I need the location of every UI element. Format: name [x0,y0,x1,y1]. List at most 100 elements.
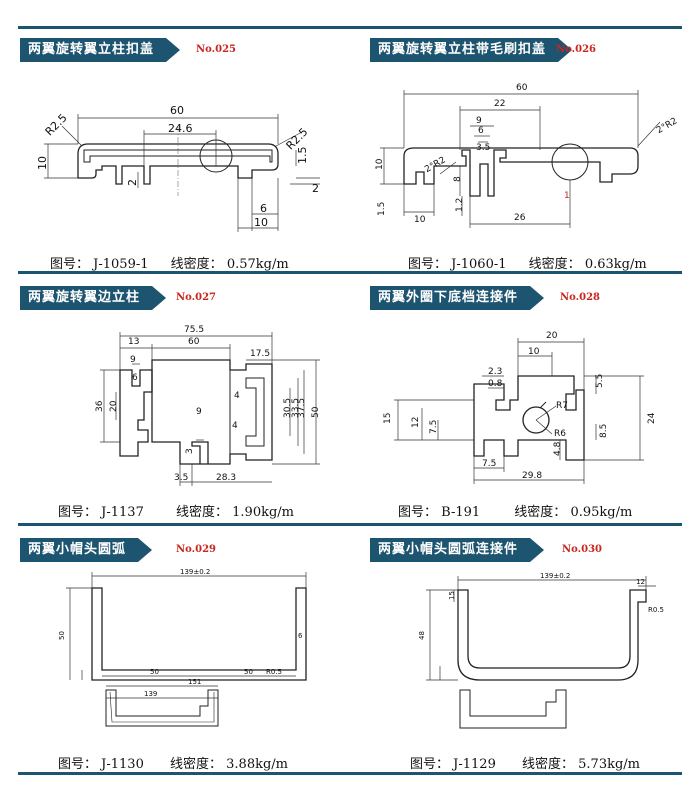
panel-029: 两翼小帽头圆弧 No.029 139±0.2 50 6 50 50 R0.5 1… [20,538,350,783]
profile-drawing: 60 22 9 6 3.5 2°R2 2°R2 10 8 1.5 1.2 10 … [375,83,679,228]
caption: 图号： J-1059-1 线密度： 0.57kg/m [20,253,350,272]
dim-label: 1 [564,191,570,201]
dim-label: 1.2 [455,198,465,212]
dim-label: 10 [254,216,268,229]
profile-drawing: 75.5 13 60 17.5 9 6 36 20 4 30.5 33.5 37… [95,325,321,486]
caption: 图号： B-191 线密度： 0.95kg/m [370,501,700,520]
density-label: 线密度： [176,505,229,520]
dim-label: 10 [375,158,385,170]
dim-label: 8.5 [599,424,609,438]
dim-label: R7 [556,401,568,411]
dim-label: 37.5 [297,398,307,418]
dim-label: 50 [244,668,253,676]
dim-label: 4.8 [553,441,563,456]
dim-label: 48 [418,631,426,640]
dim-label: 50 [150,668,159,676]
dim-label: 139±0.2 [180,568,210,576]
dim-label: 4 [232,421,238,431]
panel-number: No.030 [562,544,602,555]
dim-label: 3 [185,448,195,454]
dim-label: 10 [528,347,540,357]
dim-label: 3.5 [174,473,188,483]
dim-label: 151 [188,678,201,686]
dim-label: R2.5 [43,111,70,138]
fig-label: 图号： [58,757,98,772]
dim-label: 26 [514,213,526,223]
dim-label: 60 [170,104,184,117]
caption: 图号： J-1129 线密度： 5.73kg/m [370,753,700,772]
dim-label: 6 [132,373,138,383]
fig-value: J-1129 [453,757,496,772]
panel-026: 两翼旋转翼立柱带毛刷扣盖 No.026 60 22 9 6 3.5 2°R2 2… [370,38,700,283]
profile-drawing: 20 10 2.3 0.8 5.5 15 12 7.5 R7 R6 24 4.8… [383,331,657,484]
dim-label: 60 [516,83,528,93]
dim-label: 0.8 [488,379,503,389]
dim-label: 20 [546,331,558,341]
dim-label: 10 [36,156,49,170]
dim-label: 12 [636,578,645,586]
dim-label: 7.5 [429,420,439,434]
density-value: 0.57kg/m [226,257,289,272]
dim-label: 9 [130,355,136,365]
dim-label: 139 [144,690,157,698]
dim-label: 4 [234,391,240,401]
fig-label: 图号： [50,257,90,272]
panel-028: 两翼外圈下底档连接件 No.028 20 10 2.3 0.8 5.5 [370,286,700,531]
dim-label: 33.5 [291,398,301,418]
profile-drawing: 139±0.2 50 6 50 50 R0.5 151 139 [58,568,307,727]
fig-label: 图号： [58,505,98,520]
density-value: 0.63kg/m [584,257,647,272]
dim-label: 75.5 [184,325,204,335]
dim-label: 8 [453,176,463,182]
divider-row1 [18,271,682,274]
panel-title: 两翼旋转翼立柱扣盖 [20,38,180,62]
dim-label: 24 [647,412,657,424]
density-label: 线密度： [528,257,581,272]
dim-label: R0.5 [266,668,282,676]
dim-label: R0.5 [648,606,664,614]
dim-label: 10 [414,215,426,225]
dim-label: 22 [494,99,505,109]
dim-label: 6 [260,202,267,215]
panel-number: No.026 [556,44,596,55]
fig-value: J-1137 [101,505,144,520]
dim-label: 30.5 [283,398,293,418]
density-label: 线密度： [170,257,223,272]
dim-label: 2 [312,182,319,195]
dim-label: 29.8 [522,471,542,481]
dim-label: 60 [188,337,200,347]
dim-label: 50 [311,406,321,418]
density-label: 线密度： [514,505,567,520]
density-value: 3.88kg/m [226,757,289,772]
fig-value: B-191 [441,505,481,520]
dim-label: 9 [476,116,482,126]
dim-label: 2.3 [488,367,502,377]
fig-label: 图号： [410,757,450,772]
profile-drawing: 60 24.6 R2.5 R2.5 10 1.5 2 2 6 10 [36,104,320,232]
density-label: 线密度： [170,757,223,772]
panel-number: No.028 [560,292,600,303]
dim-label: 28.3 [216,473,236,483]
dim-label: 139±0.2 [540,572,570,580]
dim-label: 50 [58,631,66,640]
dim-label: 1.5 [296,147,309,165]
divider-top [18,26,682,29]
dim-label: 20 [109,400,119,412]
caption: 图号： J-1130 线密度： 3.88kg/m [20,753,350,772]
panel-number: No.029 [176,544,216,555]
panel-025: 两翼旋转翼立柱扣盖 No.025 60 24.6 R2.5 R2.5 10 1.… [20,38,350,283]
dim-label: 36 [95,400,105,412]
dim-label: 5.5 [595,374,605,388]
panel-number: No.025 [196,44,236,55]
dim-label: 15 [448,591,456,600]
dim-label: 12 [411,417,421,428]
panel-number: No.027 [176,292,216,303]
fig-value: J-1060-1 [451,257,507,272]
dim-label: 1.5 [377,202,387,216]
dim-label: 3.5 [476,143,490,153]
panel-title: 两翼外圈下底档连接件 [370,286,544,310]
dim-label: 13 [128,337,139,347]
density-value: 1.90kg/m [232,505,295,520]
dim-label: R6 [554,429,566,439]
dim-label: 9 [196,407,202,417]
